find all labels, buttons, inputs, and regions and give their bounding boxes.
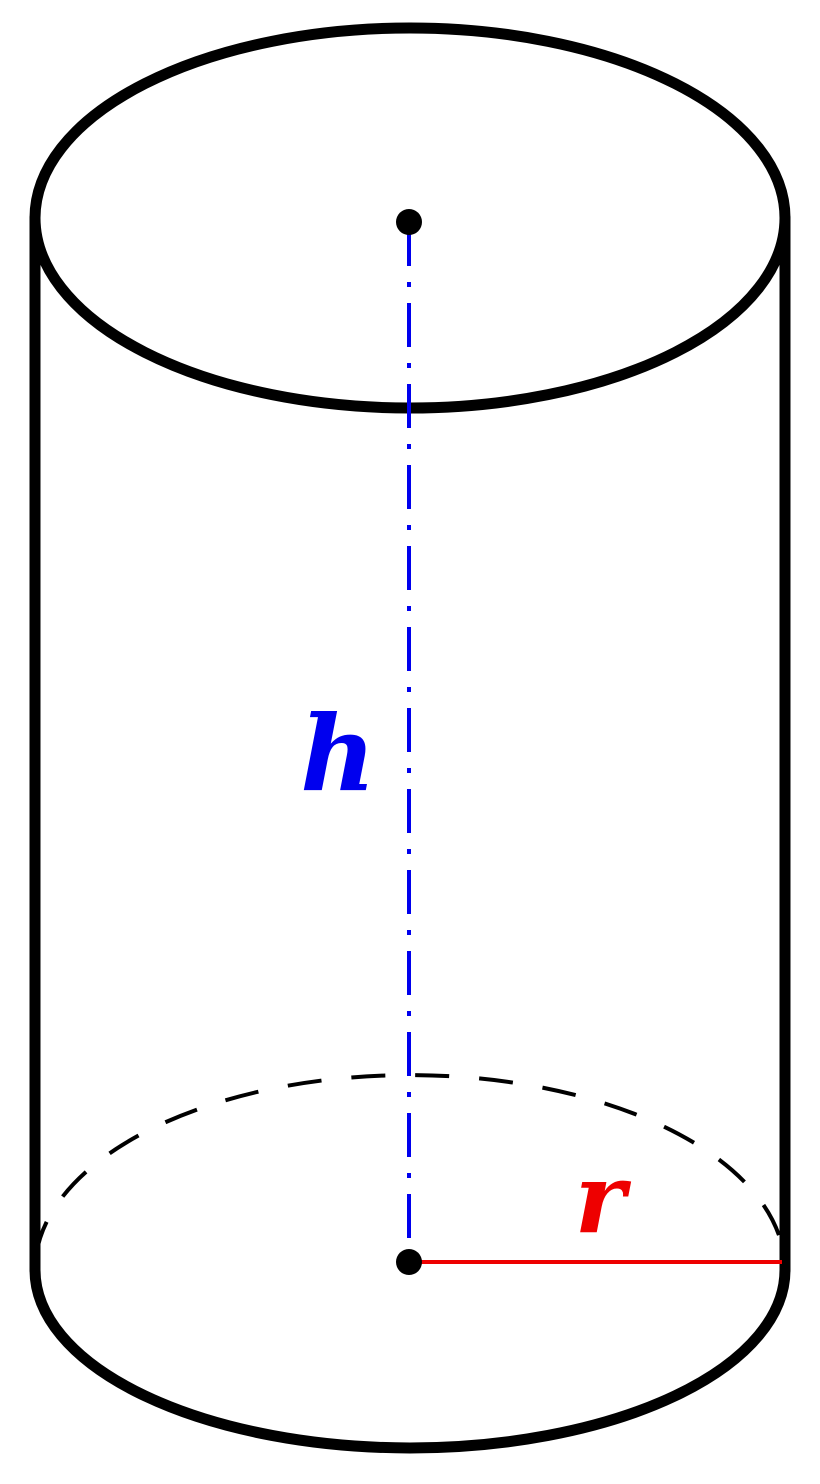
top-center-point <box>396 209 422 235</box>
bottom-center-point <box>396 1249 422 1275</box>
radius-label: r <box>575 1142 632 1255</box>
height-label: h <box>300 692 376 815</box>
bottom-base-front <box>29 1264 791 1454</box>
bottom-base-back-dashed <box>33 1073 787 1271</box>
